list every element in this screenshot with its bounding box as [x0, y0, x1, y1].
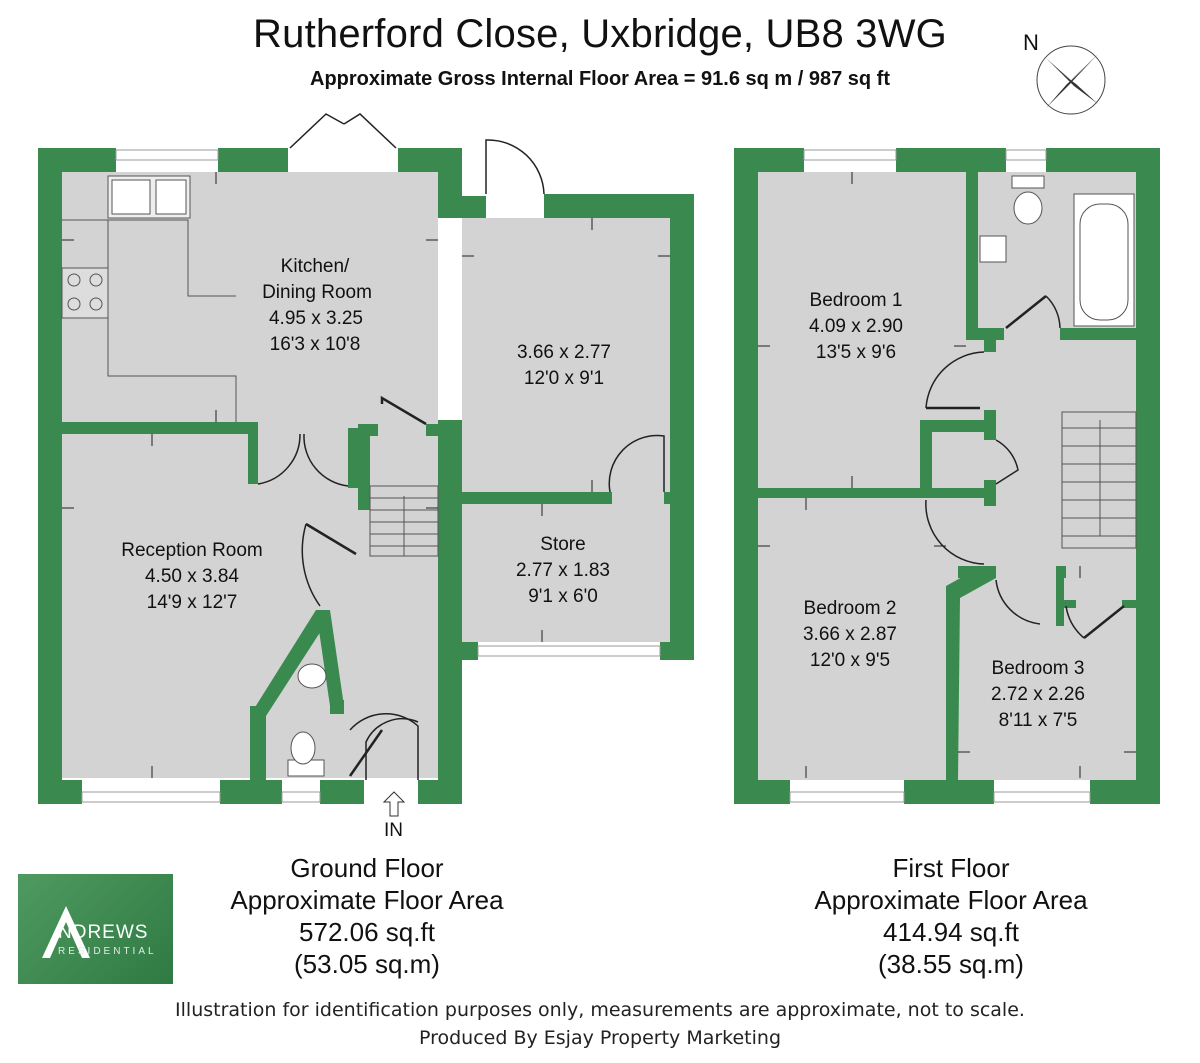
room-name-bedroom2: Bedroom 2: [804, 598, 897, 619]
andrews-residential-logo: NDREWS RESIDENTIAL: [18, 874, 173, 984]
first-floor-dimension-marks: [758, 172, 1136, 778]
kitchen-units: [61, 175, 237, 422]
page-title: Rutherford Close, Uxbridge, UB8 3WG: [253, 12, 947, 56]
entrance-label: IN: [384, 820, 403, 841]
ground-floor-caption-line2: Approximate Floor Area: [230, 885, 504, 915]
ground-floor-walls: [38, 148, 694, 804]
ground-floor-stairs: [369, 485, 439, 557]
room-metric-kitchen: 4.95 x 3.25: [269, 308, 363, 329]
ground-floor-wc: [287, 663, 327, 777]
room-name-store: Store: [540, 534, 585, 555]
room-metric-reception: 4.50 x 3.84: [145, 566, 239, 587]
ground-floor-plan: Kitchen/ Dining Room 4.95 x 3.25 16'3 x …: [38, 113, 694, 817]
room-metric-unnamed: 3.66 x 2.77: [517, 342, 611, 363]
ground-floor-caption: Ground Floor Approximate Floor Area 572.…: [210, 852, 524, 980]
ground-floor-dimension-marks: [62, 172, 670, 778]
room-imperial-bedroom3: 8'11 x 7'5: [999, 710, 1078, 731]
room-imperial-bedroom2: 12'0 x 9'5: [810, 650, 890, 671]
first-floor-walls: [734, 148, 1160, 804]
first-floor-caption-line2: Approximate Floor Area: [814, 885, 1088, 915]
room-metric-bedroom2: 3.66 x 2.87: [803, 624, 897, 645]
footer-disclaimer: Illustration for identification purposes…: [0, 996, 1200, 1052]
room-name-reception: Reception Room: [121, 540, 263, 561]
footer-line1: Illustration for identification purposes…: [175, 999, 1025, 1021]
room-imperial-reception: 14'9 x 12'7: [147, 592, 238, 613]
first-floor-caption-line1: First Floor: [892, 853, 1010, 883]
entrance-arrow-icon: [382, 791, 406, 817]
room-name-bedroom1: Bedroom 1: [810, 290, 903, 311]
room-name-kitchen-2: Dining Room: [262, 282, 372, 303]
first-floor-caption: First Floor Approximate Floor Area 414.9…: [794, 852, 1108, 980]
compass-icon: [1036, 45, 1106, 115]
floor-area-subtitle: Approximate Gross Internal Floor Area = …: [310, 68, 890, 90]
room-metric-bedroom1: 4.09 x 2.90: [809, 316, 903, 337]
room-imperial-unnamed: 12'0 x 9'1: [524, 368, 604, 389]
logo-brand-text: NDREWS: [58, 922, 149, 943]
ground-floor-caption-line4: (53.05 sq.m): [294, 949, 440, 979]
first-floor-windows: [789, 149, 1091, 803]
room-metric-store: 2.77 x 1.83: [516, 560, 610, 581]
ground-floor-right-fill: [462, 218, 670, 642]
room-name-kitchen: Kitchen/: [281, 256, 350, 277]
first-floor-doors: [925, 295, 1125, 639]
north-label: N: [1023, 30, 1039, 55]
room-metric-bedroom3: 2.72 x 2.26: [991, 684, 1085, 705]
ground-floor-caption-line3: 572.06 sq.ft: [299, 917, 435, 947]
first-floor-plan: Bedroom 1 4.09 x 2.90 13'5 x 9'6 Bedroom…: [734, 148, 1160, 804]
room-name-bedroom3: Bedroom 3: [992, 658, 1085, 679]
logo-sub-text: RESIDENTIAL: [58, 946, 157, 957]
logo-mark-icon: [42, 906, 90, 958]
first-floor-stairs: [1061, 411, 1137, 549]
first-floor-caption-line3: 414.94 sq.ft: [883, 917, 1019, 947]
first-floor-caption-line4: (38.55 sq.m): [878, 949, 1024, 979]
ground-floor-caption-line1: Ground Floor: [290, 853, 444, 883]
room-imperial-bedroom1: 13'5 x 9'6: [816, 342, 896, 363]
footer-line2: Produced By Esjay Property Marketing: [418, 1027, 782, 1049]
ground-floor-windows: [81, 149, 661, 803]
first-floor-bathroom: [979, 175, 1135, 327]
ground-floor-doors: [257, 113, 665, 780]
room-imperial-kitchen: 16'3 x 10'8: [270, 334, 361, 355]
room-imperial-store: 9'1 x 6'0: [528, 586, 598, 607]
